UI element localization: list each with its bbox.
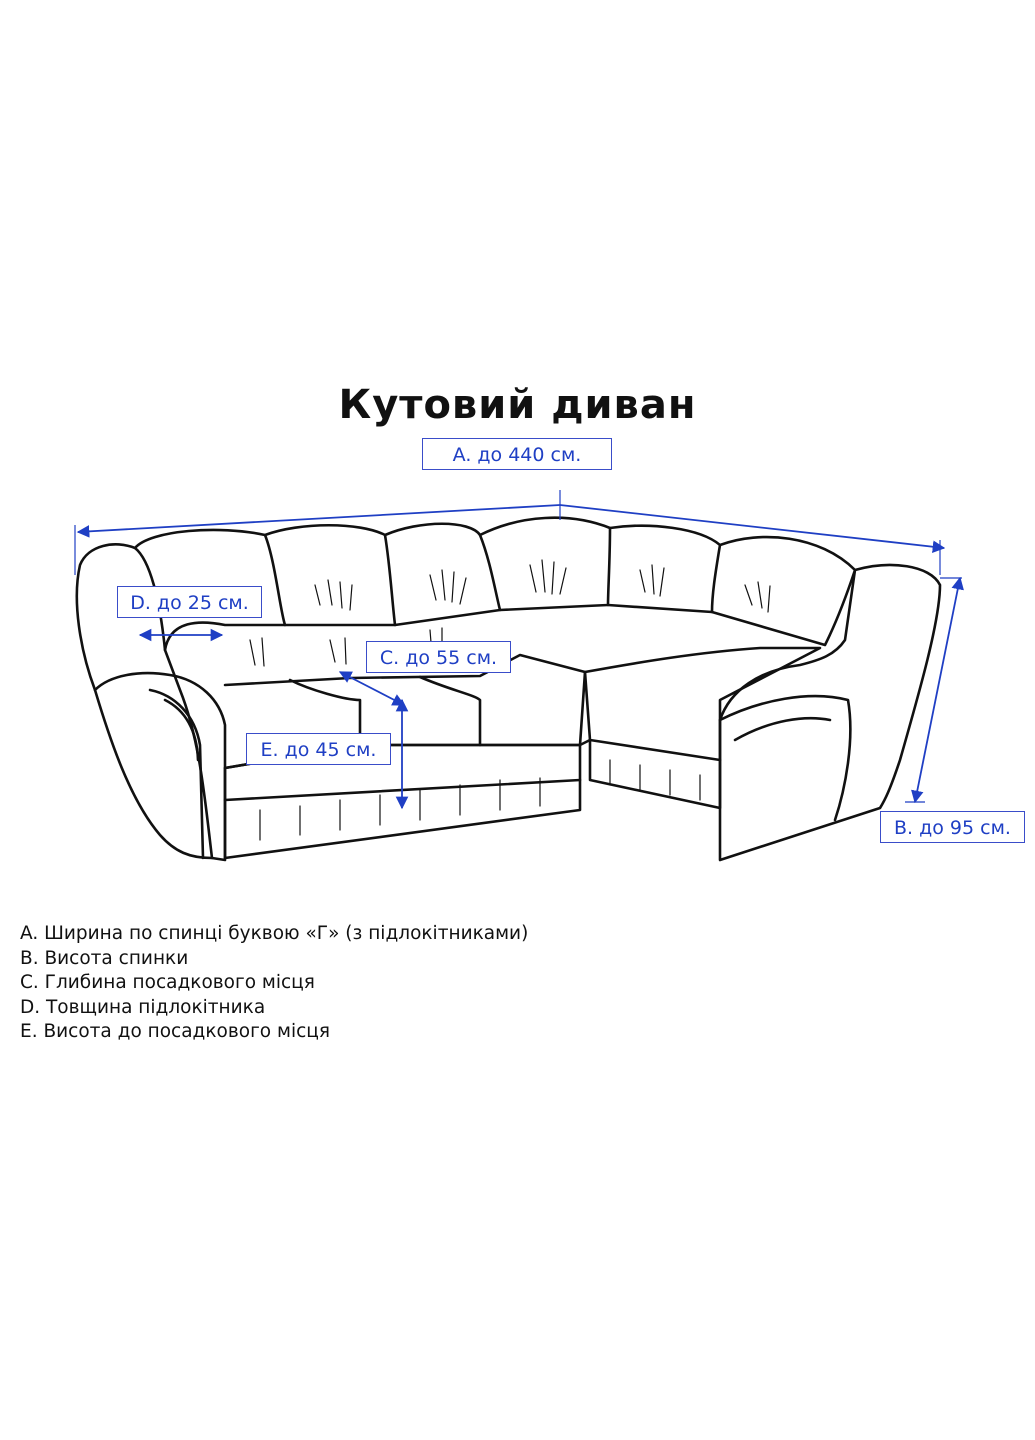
- back-cushion-1: [133, 528, 287, 652]
- dimension-label-b: B. до 95 см.: [880, 811, 1025, 843]
- dimension-label-e: E. до 45 см.: [246, 733, 391, 765]
- sofa-outline: [75, 516, 942, 862]
- dim-c: [338, 671, 406, 706]
- dimension-legend: A. Ширина по спинці буквою «Г» (з підлок…: [20, 922, 1010, 1045]
- legend-item-d: D. Товщина підлокітника: [20, 996, 266, 1018]
- back-cushion-corner: [478, 516, 612, 612]
- right-seat: [583, 646, 822, 762]
- legend-item-a: A. Ширина по спинці буквою «Г» (з підлок…: [20, 923, 529, 944]
- dim-a-left: [76, 504, 561, 538]
- left-base: [223, 778, 582, 860]
- dimension-lines: [74, 490, 964, 810]
- legend-item-c: C. Глибина посадкового місця: [20, 972, 315, 993]
- dimension-label-c: C. до 55 см.: [366, 641, 511, 673]
- dim-b: [911, 576, 964, 804]
- upholstery-pleats: [249, 559, 771, 841]
- back-cushion-2: [263, 523, 397, 627]
- legend-item-b: B. Висота спинки: [20, 947, 189, 969]
- dimension-label-d: D. до 25 см.: [117, 586, 262, 618]
- diagram-title: Кутовий диван: [338, 382, 697, 428]
- left-armrest: [75, 543, 214, 860]
- right-base: [588, 738, 722, 810]
- dimension-label-a: A. до 440 см.: [422, 438, 612, 470]
- dim-a-right: [559, 504, 946, 553]
- legend-item-e: E. Висота до посадкового місця: [20, 1021, 330, 1042]
- back-cushion-6: [710, 535, 857, 647]
